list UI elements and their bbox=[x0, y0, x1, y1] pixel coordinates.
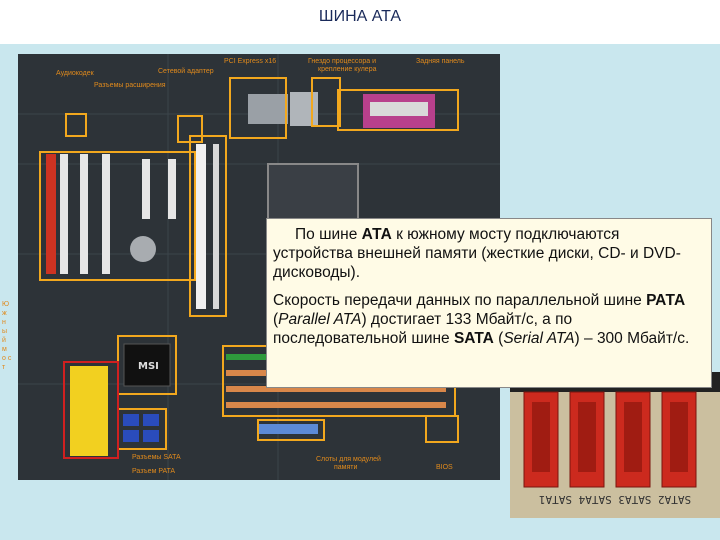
label-network-adapter: Сетевой адаптер bbox=[158, 68, 214, 75]
parallel-ata-term: Parallel ATA bbox=[278, 311, 362, 328]
p2-text-g: ( bbox=[493, 330, 504, 347]
sata-closeup-drawing: SATA2 SATA3 SATA4 SATA1 bbox=[510, 372, 720, 518]
p2-text-e: ) достигает 133 Мбайт/с, а по последоват… bbox=[273, 311, 573, 347]
p2-text-c: ( bbox=[273, 311, 279, 328]
label-cpu-socket-line2: крепление кулера bbox=[318, 66, 377, 73]
label-pata-connector: Разъем PATA bbox=[132, 468, 176, 475]
speed-paragraph: Скорость передачи данных по параллельной… bbox=[273, 291, 703, 348]
label-cpu-socket-line1: Гнездо процессора и bbox=[308, 58, 376, 65]
ata-term: АТА bbox=[361, 226, 392, 243]
sata-term: SATA bbox=[453, 330, 494, 347]
p1-text-a: По шине bbox=[295, 226, 362, 243]
info-callout: По шине АТА к южному мосту подключаются … bbox=[266, 218, 712, 388]
p1-text-c: к южному мосту подключаются устройства в… bbox=[273, 226, 681, 281]
label-memory-slots-line2: памяти bbox=[334, 464, 358, 471]
serial-ata-term: Serial ATA bbox=[503, 330, 575, 347]
label-memory-slots-line1: Слоты для модулей bbox=[316, 456, 381, 463]
label-audio-codec: Аудиокодек bbox=[56, 70, 94, 77]
label-bios: BIOS bbox=[436, 464, 453, 471]
ata-description-paragraph: По шине АТА к южному мосту подключаются … bbox=[273, 225, 703, 282]
label-rear-panel: Задняя панель bbox=[416, 58, 465, 65]
label-expansion-slots: Разъемы расширения bbox=[94, 82, 166, 89]
p2-text-a: Скорость передачи данных по параллельной… bbox=[273, 292, 647, 309]
p2-text-i: ) – 300 Мбайт/с. bbox=[574, 330, 690, 347]
sata-closeup-photo: SATA2 SATA3 SATA4 SATA1 bbox=[510, 372, 720, 518]
chip-brand-text: MSI bbox=[138, 361, 159, 372]
slide-title: ШИНА АТА bbox=[318, 8, 402, 25]
pata-term: РАТА bbox=[646, 292, 686, 309]
label-south-bridge: Ю ж н ы й м о с т bbox=[2, 301, 12, 371]
label-sata-connectors: Разъемы SATA bbox=[132, 454, 181, 461]
sata-silkscreen-text: SATA2 SATA3 SATA4 SATA1 bbox=[539, 493, 691, 506]
label-pci-express: PCI Express x16 bbox=[224, 58, 277, 65]
